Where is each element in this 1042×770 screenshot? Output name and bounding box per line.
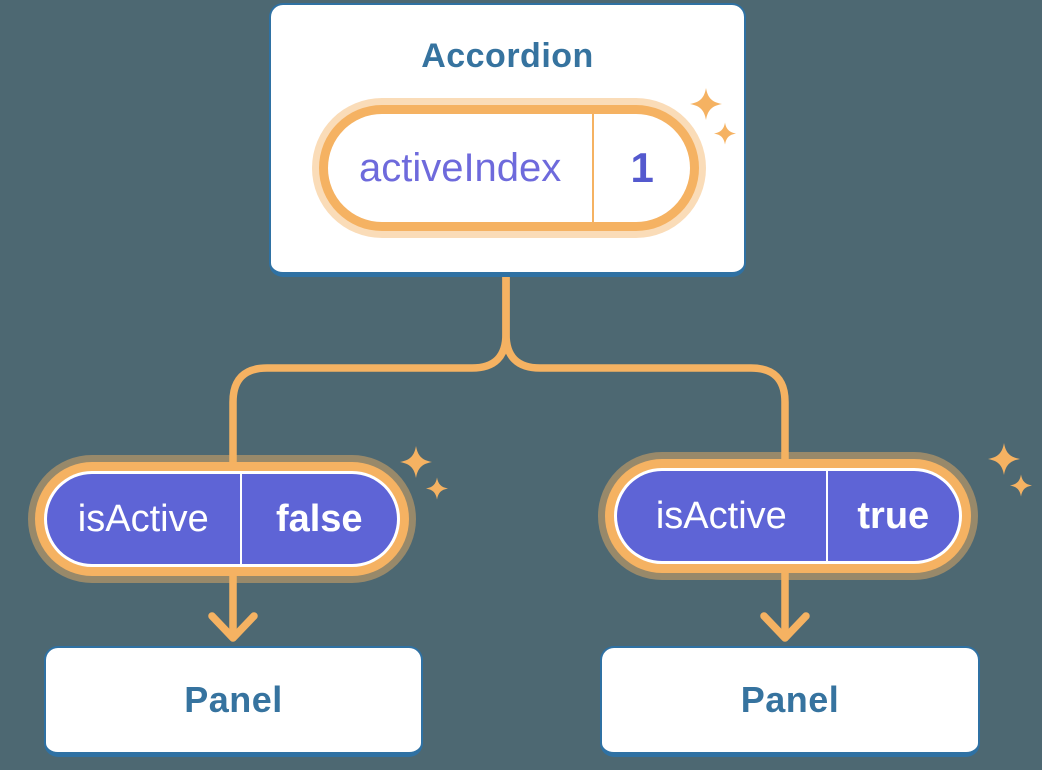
- prop-value: false: [275, 497, 363, 540]
- state-value: 1: [630, 144, 654, 191]
- prop-label: isActive: [77, 497, 209, 540]
- arrowhead-left: [208, 612, 258, 642]
- arrowhead-right: [760, 612, 810, 642]
- state-pill-activeindex: activeIndex 1: [312, 98, 706, 238]
- pill-glow: isActive false: [28, 455, 416, 583]
- panel-component-card-left: Panel: [44, 646, 423, 757]
- sparkle-icon: [426, 476, 448, 501]
- state-label: activeIndex: [358, 145, 562, 190]
- panel-title: Panel: [740, 679, 840, 720]
- pill-glow: activeIndex 1: [312, 98, 706, 238]
- pill-ring: activeIndex 1: [319, 105, 699, 231]
- prop-value: true: [857, 494, 930, 537]
- pill-divider: [239, 474, 242, 564]
- sparkle-icon: [690, 85, 722, 123]
- pill-divider: [825, 471, 828, 561]
- panel-title: Panel: [184, 679, 283, 720]
- sparkle-icon: [400, 443, 432, 481]
- pill-ring: isActive false: [35, 462, 409, 576]
- sparkle-icon: [714, 121, 736, 146]
- pill-ring: isActive true: [605, 459, 971, 573]
- connector-branch-right: [502, 273, 789, 637]
- panel-component-card-right: Panel: [600, 646, 980, 757]
- sparkle-icon: [1010, 473, 1032, 498]
- accordion-title: Accordion: [421, 37, 594, 75]
- prop-pill-isactive-true: isActive true: [598, 452, 978, 580]
- pill-divider: [592, 114, 595, 222]
- pill-glow: isActive true: [598, 452, 978, 580]
- sparkle-icon: [988, 440, 1020, 478]
- prop-label: isActive: [655, 494, 787, 537]
- prop-pill-isactive-false: isActive false: [28, 455, 416, 583]
